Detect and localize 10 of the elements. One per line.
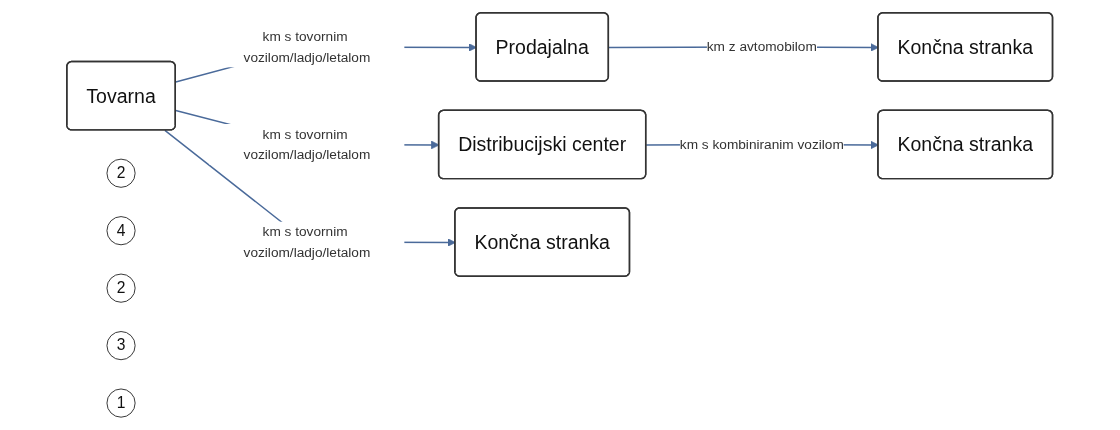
node-circle: 2 xyxy=(106,273,136,303)
node-circle: 3 xyxy=(106,331,136,361)
edge-label: km s tovornim vozilom/ladjo/letalom xyxy=(243,125,371,163)
node-circle: 1 xyxy=(106,388,136,418)
node-circle: 2 xyxy=(106,158,136,188)
node-circle: 4 xyxy=(106,216,136,246)
edge-label: km s tovornim vozilom/ladjo/letalom xyxy=(243,223,371,260)
edge-label: km z avtomobilom xyxy=(707,38,818,55)
edge-label: km s kombiniranim vozilom xyxy=(680,136,845,152)
edge-label: km s tovornim vozilom/ladjo/letalom xyxy=(243,28,371,65)
